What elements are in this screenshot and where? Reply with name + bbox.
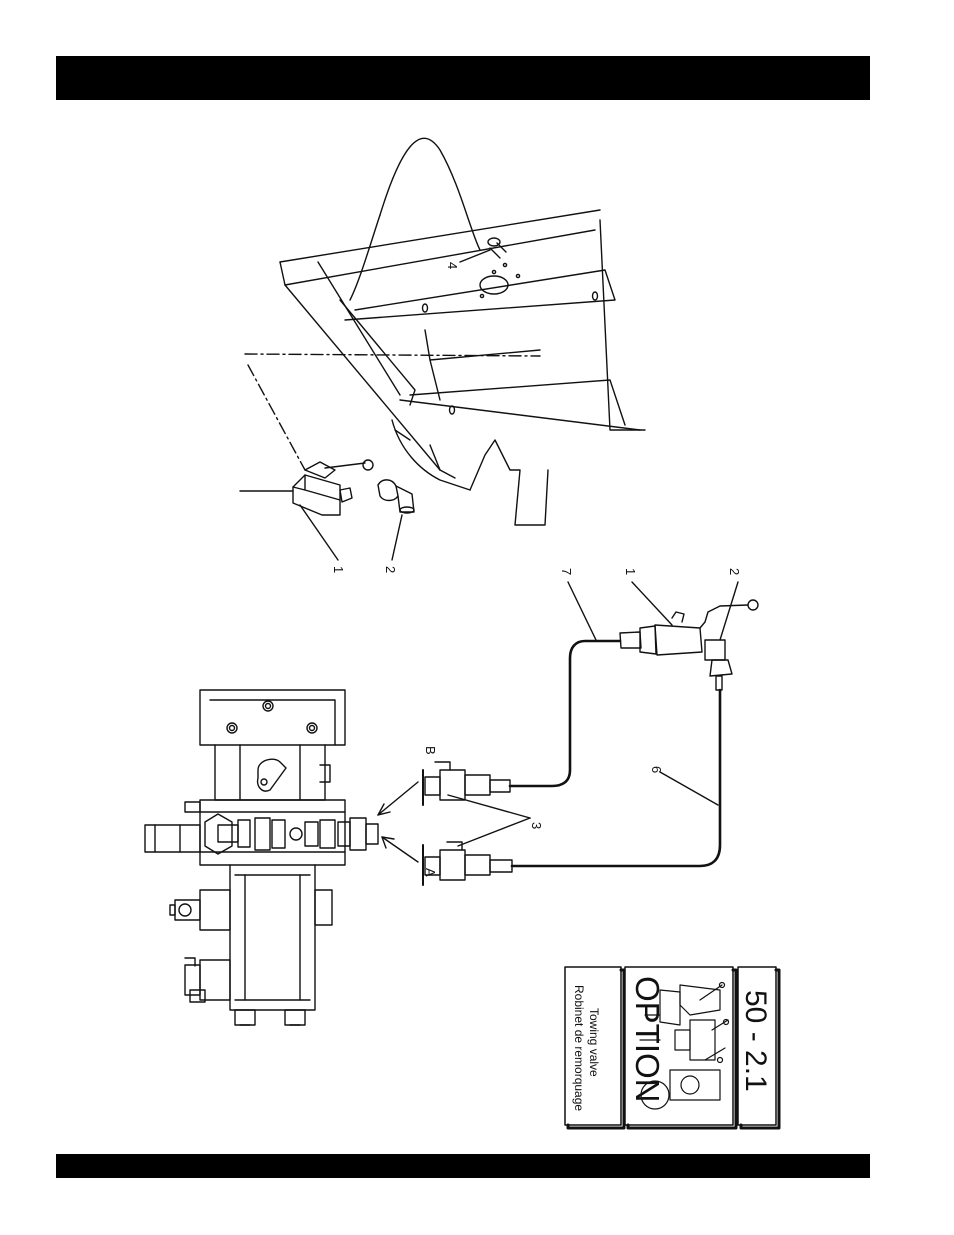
callout-6: 6 bbox=[649, 766, 664, 773]
hose-fitting-b bbox=[425, 762, 510, 800]
callout-2-upper: 2 bbox=[383, 566, 398, 573]
ball-valve-upper bbox=[240, 460, 373, 515]
page-number: 50 - 2.1 bbox=[739, 990, 772, 1092]
callout-3: 3 bbox=[529, 822, 544, 829]
option-label: OPTION bbox=[629, 976, 666, 1103]
port-label-a: A bbox=[423, 868, 438, 877]
port-label-b: B bbox=[423, 746, 438, 755]
ball-valve-lower bbox=[620, 600, 758, 690]
callout-7: 7 bbox=[559, 568, 574, 575]
card-title-en: Towing valve bbox=[587, 1008, 601, 1077]
hydraulic-block bbox=[145, 690, 378, 1025]
callout-1-upper: 1 bbox=[331, 566, 346, 573]
callout-2-lower: 2 bbox=[727, 568, 742, 575]
callout-4: 4 bbox=[445, 262, 460, 269]
card-title-fr: Robinet de remorquage bbox=[572, 985, 586, 1111]
callout-1-lower: 1 bbox=[623, 568, 638, 575]
elbow-fitting-upper bbox=[378, 480, 414, 513]
